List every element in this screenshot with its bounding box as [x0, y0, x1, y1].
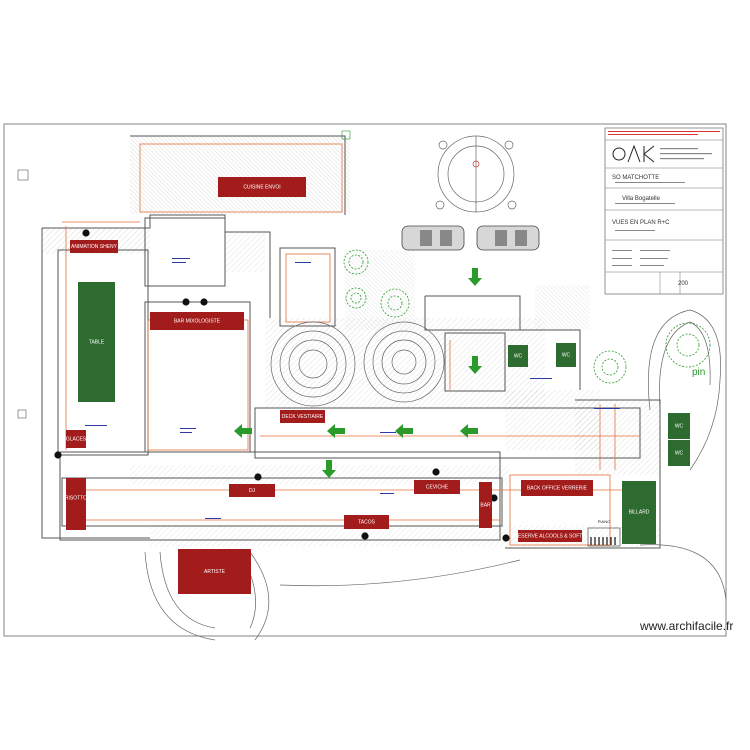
zone-artiste: ARTISTE [178, 549, 251, 594]
svg-text:CUISINE ENVOI: CUISINE ENVOI [243, 184, 280, 190]
zone-animation-sheny: ANIMATION SHENY [70, 240, 118, 253]
zone-dj: DJ [229, 484, 275, 497]
svg-text:CEVICHE: CEVICHE [426, 484, 449, 490]
walls [41, 135, 661, 549]
rotunda-left [270, 321, 356, 407]
svg-text:200: 200 [678, 281, 689, 287]
roundabout [435, 135, 517, 213]
logo-icon [612, 144, 655, 163]
svg-text:BAR: BAR [480, 502, 491, 508]
svg-text:TACOS: TACOS [358, 519, 376, 525]
svg-text:BILLARD: BILLARD [629, 509, 650, 515]
garden-label: pin [692, 367, 705, 378]
zone-ceviche: CEVICHE [414, 480, 460, 494]
svg-text:WC: WC [514, 353, 523, 359]
svg-text:Villa Bogatelle: Villa Bogatelle [622, 196, 661, 202]
svg-text:BACK OFFICE VERRERIE: BACK OFFICE VERRERIE [527, 485, 588, 491]
zone-deck-vestiaire: DECK VESTIAIRE [280, 410, 325, 423]
svg-text:WC: WC [675, 450, 684, 456]
table-markers [54, 229, 510, 542]
car-icon [401, 225, 465, 251]
zone-wc: WC [668, 413, 690, 439]
svg-text:DECK VESTIAIRE: DECK VESTIAIRE [282, 414, 324, 420]
svg-text:TABLE: TABLE [89, 339, 105, 345]
zone-bar-mixologiste: BAR MIXOLOGISTE [150, 312, 244, 330]
car-icon [476, 225, 540, 251]
svg-text:WC: WC [562, 352, 571, 358]
svg-text:VUES EN PLAN R+C: VUES EN PLAN R+C [612, 220, 670, 226]
svg-text:ARTISTE: ARTISTE [204, 569, 226, 575]
annotations [85, 258, 620, 519]
title-block: SO MATCHOTTE Villa Bogatelle VUES EN PLA… [604, 127, 724, 295]
zone-risotto: RISOTTO [65, 478, 87, 530]
room-markers [17, 130, 351, 419]
svg-text:SO MATCHOTTE: SO MATCHOTTE [612, 175, 659, 181]
svg-text:WC: WC [675, 423, 684, 429]
zone-cuisine-envoi: CUISINE ENVOI [218, 177, 306, 197]
svg-text:DJ: DJ [249, 488, 256, 494]
svg-text:GLACES: GLACES [66, 436, 87, 442]
svg-text:ANIMATION SHENY: ANIMATION SHENY [71, 244, 118, 250]
zone-wc: WC [668, 440, 690, 466]
svg-text:PIANO: PIANO [598, 519, 610, 524]
zone-bar: BAR [479, 482, 492, 528]
drawing-frame [3, 123, 727, 637]
svg-text:BAR MIXOLOGISTE: BAR MIXOLOGISTE [174, 318, 221, 324]
svg-text:RISOTTO: RISOTTO [65, 495, 87, 501]
zone-back-office-verrerie: BACK OFFICE VERRERIE [521, 480, 593, 496]
zone-reserve: RESERVE ALCOOLS & SOFTS [514, 530, 586, 542]
zone-wc: WC [556, 343, 576, 367]
zone-table: TABLE [78, 282, 115, 402]
watermark: www.archifacile.fr [640, 619, 734, 633]
zone-piano: PIANO [587, 519, 621, 547]
rotunda-right [363, 321, 445, 403]
zone-glaces: GLACES [66, 430, 87, 448]
zone-wc: WC [508, 345, 528, 367]
garden-outline [647, 309, 721, 471]
zone-tacos: TACOS [344, 515, 389, 529]
svg-text:RESERVE ALCOOLS & SOFTS: RESERVE ALCOOLS & SOFTS [514, 533, 586, 539]
arrow-icon [234, 268, 482, 478]
zone-billard: BILLARD [622, 481, 656, 544]
